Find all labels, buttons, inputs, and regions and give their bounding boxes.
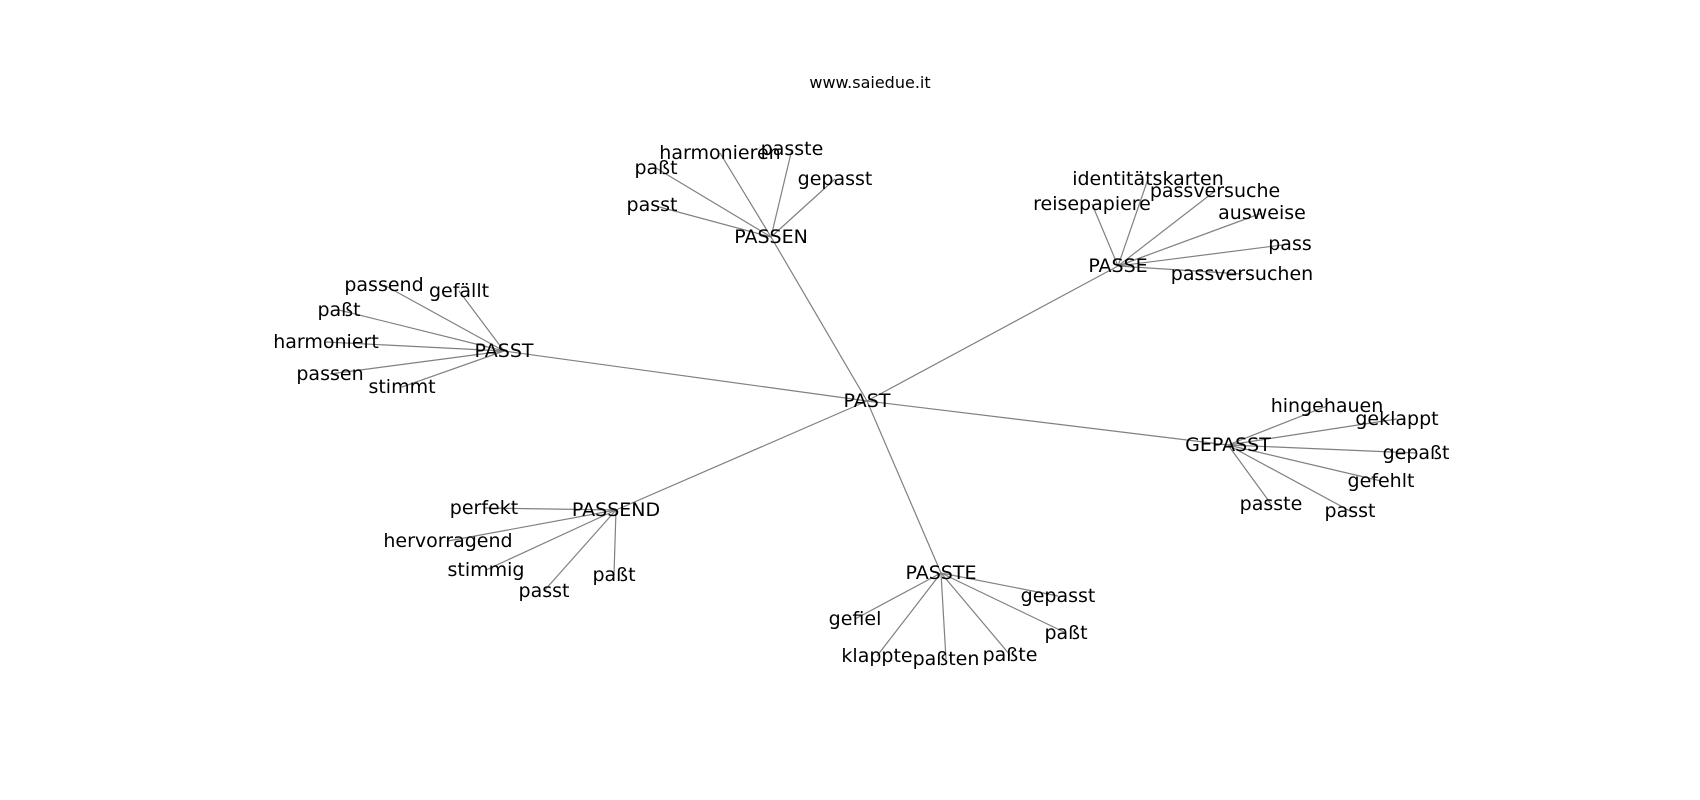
leaf-node-label: passte bbox=[761, 138, 824, 160]
leaf-node-label: reisepapiere bbox=[1033, 193, 1151, 215]
edge-passte-5 bbox=[940, 572, 1011, 656]
edge-passt-2 bbox=[338, 309, 505, 352]
leaf-node-label: hervorragend bbox=[383, 530, 512, 552]
leaf-node-label: gefiel bbox=[829, 608, 882, 630]
leaf-node-label: passt bbox=[627, 194, 678, 216]
leaf-node-label: passte bbox=[1240, 493, 1303, 515]
hub-node-label-passend: PASSEND bbox=[572, 499, 660, 521]
leaf-node-label: klappte bbox=[841, 645, 912, 667]
edge-passt-1 bbox=[458, 290, 505, 352]
leaf-node-label: passend bbox=[344, 274, 423, 296]
hub-node-label-passte: PASSTE bbox=[906, 562, 977, 584]
edge-root-gepasst bbox=[866, 400, 1229, 446]
leaf-node-label: harmoniert bbox=[273, 331, 379, 353]
edge-passen-1 bbox=[770, 148, 793, 238]
root-node-label: PAST bbox=[844, 390, 891, 412]
edge-passte-0 bbox=[940, 572, 1059, 597]
leaf-node-label: perfekt bbox=[450, 497, 518, 519]
edge-passend-1 bbox=[447, 509, 617, 542]
edge-passte-1 bbox=[854, 572, 942, 620]
leaf-node-label: stimmig bbox=[448, 559, 525, 581]
edge-gepasst-5 bbox=[1227, 444, 1351, 512]
leaf-node-label: harmonieren bbox=[659, 142, 780, 164]
leaf-node-label: gefehlt bbox=[1348, 470, 1415, 492]
edge-gepasst-0 bbox=[1227, 405, 1328, 446]
leaf-node-label: paßte bbox=[983, 644, 1038, 666]
edge-passte-3 bbox=[876, 572, 942, 657]
edge-root-passte bbox=[866, 400, 942, 574]
leaf-node-label: paßt bbox=[317, 299, 360, 321]
edge-passt-4 bbox=[329, 350, 505, 375]
leaf-node-label: ausweise bbox=[1218, 202, 1306, 224]
graph-title: www.saiedue.it bbox=[809, 73, 930, 92]
leaf-node-label: gefällt bbox=[429, 280, 489, 302]
hub-node-label-passe: PASSE bbox=[1088, 255, 1147, 277]
leaf-node-label: gepasst bbox=[798, 168, 873, 190]
edge-passend-0 bbox=[483, 507, 617, 511]
leaf-node-label: passen bbox=[296, 363, 363, 385]
leaf-node-label: gepaßt bbox=[1383, 442, 1450, 464]
edge-gepasst-2 bbox=[1227, 444, 1417, 454]
edge-passt-5 bbox=[401, 350, 505, 388]
edge-root-passe bbox=[866, 265, 1119, 402]
leaf-node-label: passt bbox=[1325, 500, 1376, 522]
edge-gepasst-4 bbox=[1227, 444, 1272, 505]
edge-passe-2 bbox=[1117, 190, 1216, 267]
edge-passen-3 bbox=[770, 178, 836, 238]
leaf-node-label: paßt bbox=[634, 157, 677, 179]
hub-node-label-gepasst: GEPASST bbox=[1185, 434, 1271, 456]
edge-passe-4 bbox=[1117, 243, 1291, 267]
leaf-node-label: passversuchen bbox=[1171, 263, 1313, 285]
hub-node-label-passen: PASSEN bbox=[734, 226, 808, 248]
edge-passe-3 bbox=[1117, 212, 1263, 267]
leaf-node-label: pass bbox=[1268, 233, 1312, 255]
leaf-node-label: passt bbox=[519, 580, 570, 602]
leaf-node-label: paßt bbox=[592, 564, 635, 586]
edge-passte-4 bbox=[940, 572, 947, 660]
leaf-node-label: geklappt bbox=[1355, 408, 1438, 430]
edge-passend-4 bbox=[613, 509, 617, 576]
leaf-node-label: passversuche bbox=[1150, 180, 1280, 202]
edge-passen-4 bbox=[651, 204, 772, 238]
edge-root-passend bbox=[615, 400, 868, 511]
edge-passe-1 bbox=[1091, 203, 1119, 267]
leaf-node-label: hingehauen bbox=[1271, 395, 1384, 417]
leaf-node-label: paßt bbox=[1044, 622, 1087, 644]
edge-root-passt bbox=[503, 350, 868, 402]
edge-passen-2 bbox=[655, 167, 772, 238]
hub-node-label-passt: PASST bbox=[475, 340, 534, 362]
leaf-node-label: gepasst bbox=[1021, 585, 1096, 607]
edge-passen-0 bbox=[719, 152, 772, 238]
edge-passe-5 bbox=[1117, 265, 1243, 275]
edges bbox=[325, 148, 1417, 660]
leaf-node-label: identitätskarten bbox=[1072, 168, 1224, 190]
edge-passt-3 bbox=[325, 341, 505, 352]
edge-passte-2 bbox=[940, 572, 1067, 634]
edge-passt-0 bbox=[383, 284, 505, 352]
leaf-node-label: paßten bbox=[913, 648, 980, 670]
leaf-node-label: stimmt bbox=[368, 376, 435, 398]
edge-gepasst-1 bbox=[1227, 418, 1398, 446]
edge-root-passen bbox=[770, 236, 868, 402]
edge-gepasst-3 bbox=[1227, 444, 1382, 482]
edge-passe-0 bbox=[1117, 178, 1149, 267]
edge-passend-2 bbox=[485, 509, 617, 571]
edge-passend-3 bbox=[543, 509, 617, 592]
